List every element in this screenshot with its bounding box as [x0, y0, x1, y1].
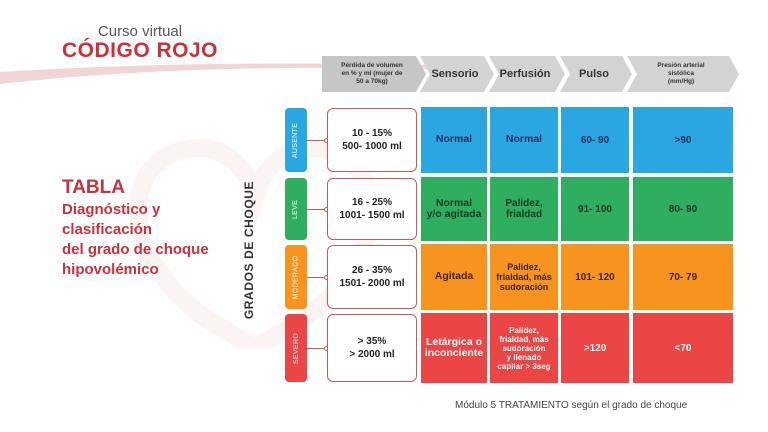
module-caption: Módulo 5 TRATAMIENTO según el grado de c…	[455, 400, 688, 411]
table-cell-text: <70	[674, 342, 692, 354]
table-description-line: Diagnóstico y	[62, 201, 161, 218]
column-header-label: en % y ml (mujer de	[341, 70, 403, 77]
table-cell-text: frialdad, más	[499, 334, 549, 344]
table-cell-text: y llenado	[506, 352, 542, 362]
table-cell: Agitada	[421, 244, 487, 310]
table-cell-text: frialdad	[505, 209, 543, 220]
grade-label-moderado: MODERADO	[285, 245, 307, 309]
column-header-label: 50 a 70kg)	[356, 78, 388, 85]
volume-loss-box: 26 - 35% 1501- 2000 ml	[327, 245, 417, 309]
grade-label-text: AUSENTE	[292, 122, 300, 158]
course-brand: Curso virtual CÓDIGO ROJO	[60, 24, 220, 62]
grade-label-text: LEVE	[292, 199, 300, 219]
volume-loss-value: > 35%	[357, 336, 387, 347]
course-title: CÓDIGO ROJO	[61, 39, 219, 62]
table-cell: >90	[633, 107, 733, 173]
volume-loss-box: 10 - 15% 500- 1000 ml	[327, 108, 417, 172]
table-cell: 101- 120	[561, 244, 629, 310]
volume-loss-value: 10 - 15%	[351, 128, 393, 139]
column-header: Sensorio	[420, 56, 494, 92]
table-cell-text: inconciente	[424, 347, 484, 359]
grade-label-leve: LEVE	[285, 178, 307, 240]
table-cell: Palidez,frialdad	[490, 177, 558, 241]
grade-label-text: SEVERO	[292, 332, 300, 364]
column-header-label: Pulso	[579, 68, 609, 80]
table-cell-text: 80- 90	[668, 203, 698, 215]
connector-line	[307, 277, 327, 278]
table-cell-text: sudoración	[499, 282, 549, 292]
table-cell: Normal	[421, 107, 487, 173]
table-title: TABLA Diagnóstico y clasificación del gr…	[62, 177, 262, 279]
table-cell: Normal	[490, 107, 558, 173]
connector-line	[307, 140, 327, 141]
volume-loss-value: 16 - 25%	[351, 197, 393, 208]
table-cell-text: capilar > 3seg	[497, 361, 551, 371]
table-cell: 80- 90	[633, 177, 733, 241]
table-cell-text: Palidez,	[509, 325, 539, 335]
course-subtitle: Curso virtual	[97, 23, 183, 40]
column-header: Perfusión	[489, 56, 565, 92]
table-cell-text: >120	[583, 342, 607, 354]
table-cell-text: 101- 120	[575, 271, 615, 283]
column-header-label: Perfusión	[499, 68, 551, 80]
table-cell-text: y/o agitada	[426, 208, 482, 220]
table-cell-text: 60- 90	[580, 134, 610, 146]
connector-line	[307, 348, 327, 349]
table-cell-text: sudoración	[502, 343, 546, 353]
column-header-label: Pérdida de volumen	[341, 62, 403, 69]
volume-loss-box: 16 - 25% 1001- 1500 ml	[327, 178, 417, 240]
grade-label-text: MODERADO	[292, 255, 300, 299]
table-cell-text: Normal	[435, 133, 473, 146]
column-header-label: Presión arterial	[657, 62, 705, 69]
table-cell-text: Letárgica o	[425, 335, 482, 348]
volume-loss-value: 26 - 35%	[351, 265, 393, 276]
table-cell-text: 70- 79	[668, 271, 698, 283]
table-cell: 70- 79	[633, 244, 733, 310]
table-description-line: clasificación	[62, 221, 153, 238]
volume-loss-value: > 2000 ml	[349, 349, 395, 360]
column-header-label: (mm/Hg)	[667, 78, 695, 85]
table-description-line: hipovolémico	[62, 261, 159, 278]
table-cell: <70	[633, 313, 733, 383]
volume-loss-value: 500- 1000 ml	[342, 141, 402, 152]
table-cell: 91- 100	[561, 177, 629, 241]
connector-line	[307, 209, 327, 210]
table-cell: >120	[561, 313, 629, 383]
column-header: Pulso	[560, 56, 632, 92]
table-cell-text: Normal	[505, 133, 543, 146]
decorative-swoosh	[0, 63, 470, 84]
table-cell-text: Agitada	[434, 270, 474, 283]
shock-grade-axis-label: GRADOS DE CHOQUE	[242, 180, 256, 320]
grade-label-severo: SEVERO	[285, 314, 307, 382]
table-cell-text: frialdad, más	[496, 272, 552, 282]
table-description-line: del grado de choque	[62, 241, 209, 258]
table-cell-text: Palidez,	[507, 262, 541, 272]
table-cell: 60- 90	[561, 107, 629, 173]
table-cell-text: Normal	[435, 196, 473, 209]
column-header-label: sistólica	[667, 70, 694, 77]
table-cell-text: 91- 100	[578, 203, 612, 215]
volume-loss-box: > 35% > 2000 ml	[327, 314, 417, 382]
table-cell-text: >90	[674, 134, 692, 146]
volume-loss-value: 1501- 2000 ml	[339, 278, 405, 289]
table-heading: TABLA	[62, 177, 125, 198]
volume-loss-value: 1001- 1500 ml	[339, 210, 405, 221]
column-header-label: Sensorio	[431, 68, 479, 80]
grade-label-ausente: AUSENTE	[285, 108, 307, 172]
table-cell-text: Palidez,	[505, 198, 543, 209]
